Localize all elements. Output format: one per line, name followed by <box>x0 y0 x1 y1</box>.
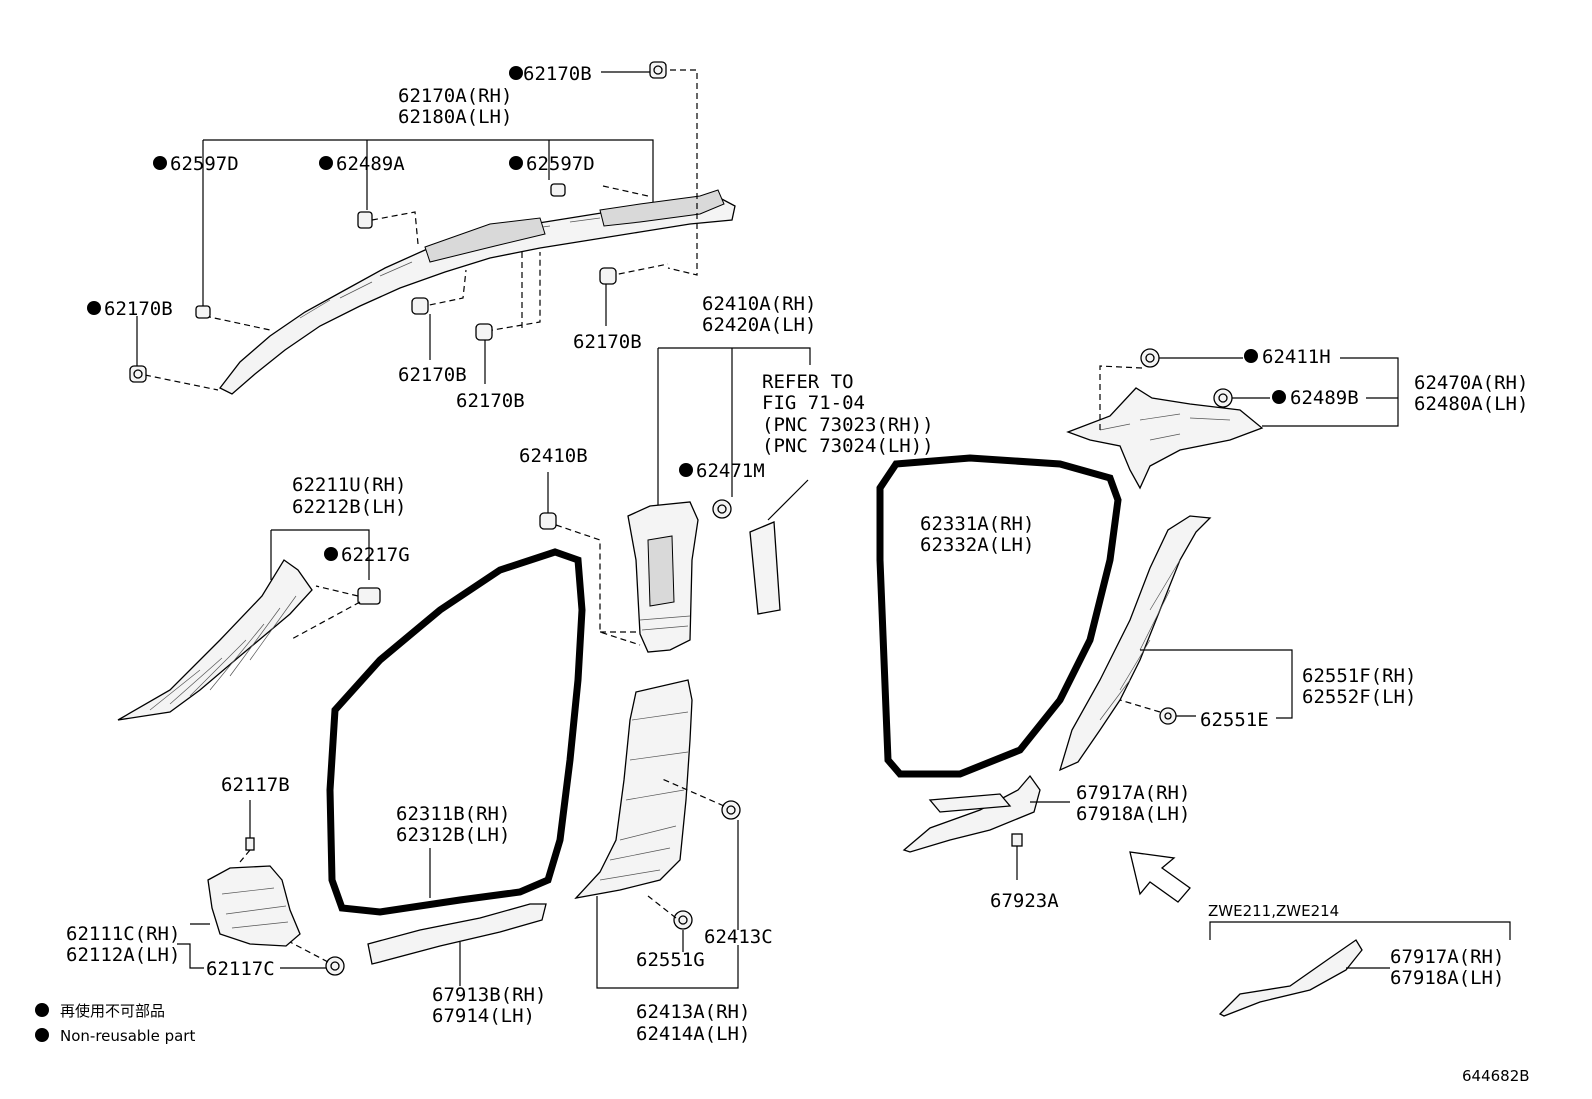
clip-62170b-right <box>599 267 617 285</box>
clip-62117b <box>245 837 255 851</box>
figure-id: 644682B <box>1462 1067 1530 1085</box>
label-62112a-lh: 62112A(LH) <box>66 944 180 966</box>
rear-door-opening-trim <box>876 454 1122 778</box>
label-67918a-lh-zwe: 67918A(LH) <box>1390 967 1504 989</box>
rear-scuff-plate <box>902 774 1070 880</box>
zwe-variant-scuff <box>1209 921 1511 1017</box>
curtain-airbag-assembly <box>129 61 736 395</box>
label-62551g: 62551G <box>636 949 705 971</box>
label-62471m: 62471M <box>696 460 765 482</box>
label-62552f-lh: 62552F(LH) <box>1302 686 1416 708</box>
label-62470a-rh: 62470A(RH) <box>1414 372 1528 394</box>
clip-62597d-right <box>550 183 566 197</box>
clip-62489a <box>357 211 373 229</box>
label-62413c: 62413C <box>704 926 773 948</box>
label-62212b-lh: 62212B(LH) <box>292 496 406 518</box>
label-62170b-left: 62170B <box>104 298 173 320</box>
clip-62217g <box>357 587 381 605</box>
clip-67923a <box>1011 833 1023 847</box>
label-62170b-mid2: 62170B <box>456 390 525 412</box>
non-reusable-dot <box>87 301 101 315</box>
label-62170b-mid1: 62170B <box>398 364 467 386</box>
label-62413a-rh: 62413A(RH) <box>636 1001 750 1023</box>
clip-62597d-left <box>195 305 211 319</box>
label-67917a-rh: 67917A(RH) <box>1076 782 1190 804</box>
label-67917a-rh-zwe: 67917A(RH) <box>1390 946 1504 968</box>
label-67923a: 67923A <box>990 890 1059 912</box>
label-62411h: 62411H <box>1262 346 1331 368</box>
label-62311b-rh: 62311B(RH) <box>396 803 510 825</box>
label-67913b-rh: 67913B(RH) <box>432 984 546 1006</box>
label-62170b-right: 62170B <box>573 331 642 353</box>
seatbelt-anchor-cover <box>749 521 781 615</box>
label-62170a-rh: 62170A(RH) <box>398 85 512 107</box>
label-pnc-73024: (PNC 73024(LH)) <box>762 435 934 457</box>
label-62170b-top: 62170B <box>523 63 592 85</box>
clip-62489b <box>1213 388 1233 408</box>
c-pillar-garnish <box>1066 348 1399 490</box>
label-62332a-lh: 62332A(LH) <box>920 534 1034 556</box>
cowl-side-trim <box>177 800 345 976</box>
label-62117b: 62117B <box>221 774 290 796</box>
non-reusable-dot <box>153 156 167 170</box>
clip-62411h <box>1140 348 1160 368</box>
non-reusable-dot <box>509 66 523 80</box>
label-62597d-right: 62597D <box>526 153 595 175</box>
label-zwe-models: ZWE211,ZWE214 <box>1208 902 1339 920</box>
label-62111c-rh: 62111C(RH) <box>66 923 180 945</box>
label-refer-to: REFER TO <box>762 371 854 393</box>
label-62551e: 62551E <box>1200 709 1269 731</box>
label-67918a-lh: 67918A(LH) <box>1076 803 1190 825</box>
center-pillar-upper <box>539 347 811 653</box>
non-reusable-dot <box>319 156 333 170</box>
rear-quarter-lower-trim <box>1058 515 1293 772</box>
label-62312b-lh: 62312B(LH) <box>396 824 510 846</box>
label-62180a-lh: 62180A(LH) <box>398 106 512 128</box>
clip-62170b-mid1 <box>411 297 429 315</box>
legend-dot-jp <box>35 1003 49 1017</box>
non-reusable-dot <box>509 156 523 170</box>
label-62410b: 62410B <box>519 445 588 467</box>
front-door-opening-trim <box>326 548 586 916</box>
clip-62551e <box>1159 707 1177 725</box>
clip-62170b-mid2 <box>475 323 493 341</box>
label-62331a-rh: 62331A(RH) <box>920 513 1034 535</box>
label-fig-71-04: FIG 71-04 <box>762 392 865 414</box>
label-62489a: 62489A <box>336 153 405 175</box>
legend-jp: 再使用不可部品 <box>60 1002 165 1020</box>
front-direction-arrow-icon <box>1129 851 1191 903</box>
label-62211u-rh: 62211U(RH) <box>292 474 406 496</box>
clip-62413c <box>721 800 741 820</box>
non-reusable-dot <box>1272 390 1286 404</box>
legend-en: Non-reusable part <box>60 1027 195 1045</box>
label-62551f-rh: 62551F(RH) <box>1302 665 1416 687</box>
label-62480a-lh: 62480A(LH) <box>1414 393 1528 415</box>
clip-62410b <box>539 512 557 530</box>
non-reusable-dot <box>1244 349 1258 363</box>
label-62420a-lh: 62420A(LH) <box>702 314 816 336</box>
clip-62117c <box>325 956 345 976</box>
legend: 再使用不可部品 Non-reusable part <box>35 1002 195 1045</box>
clip-62170b-top <box>649 61 667 79</box>
clip-62471m <box>712 499 732 519</box>
label-62117c: 62117C <box>206 958 275 980</box>
label-62597d-left: 62597D <box>170 153 239 175</box>
clip-62551g <box>673 910 693 930</box>
label-pnc-73023: (PNC 73023(RH)) <box>762 414 934 436</box>
non-reusable-dot <box>679 463 693 477</box>
legend-dot-en <box>35 1028 49 1042</box>
a-pillar-garnish <box>117 529 381 721</box>
label-62414a-lh: 62414A(LH) <box>636 1023 750 1045</box>
label-62217g: 62217G <box>341 544 410 566</box>
label-62489b: 62489B <box>1290 387 1359 409</box>
center-pillar-lower <box>574 679 741 989</box>
label-62410a-rh: 62410A(RH) <box>702 293 816 315</box>
label-67914-lh: 67914(LH) <box>432 1005 535 1027</box>
clip-62170b-left <box>129 365 147 383</box>
non-reusable-dot <box>324 547 338 561</box>
front-scuff-plate <box>367 903 547 986</box>
